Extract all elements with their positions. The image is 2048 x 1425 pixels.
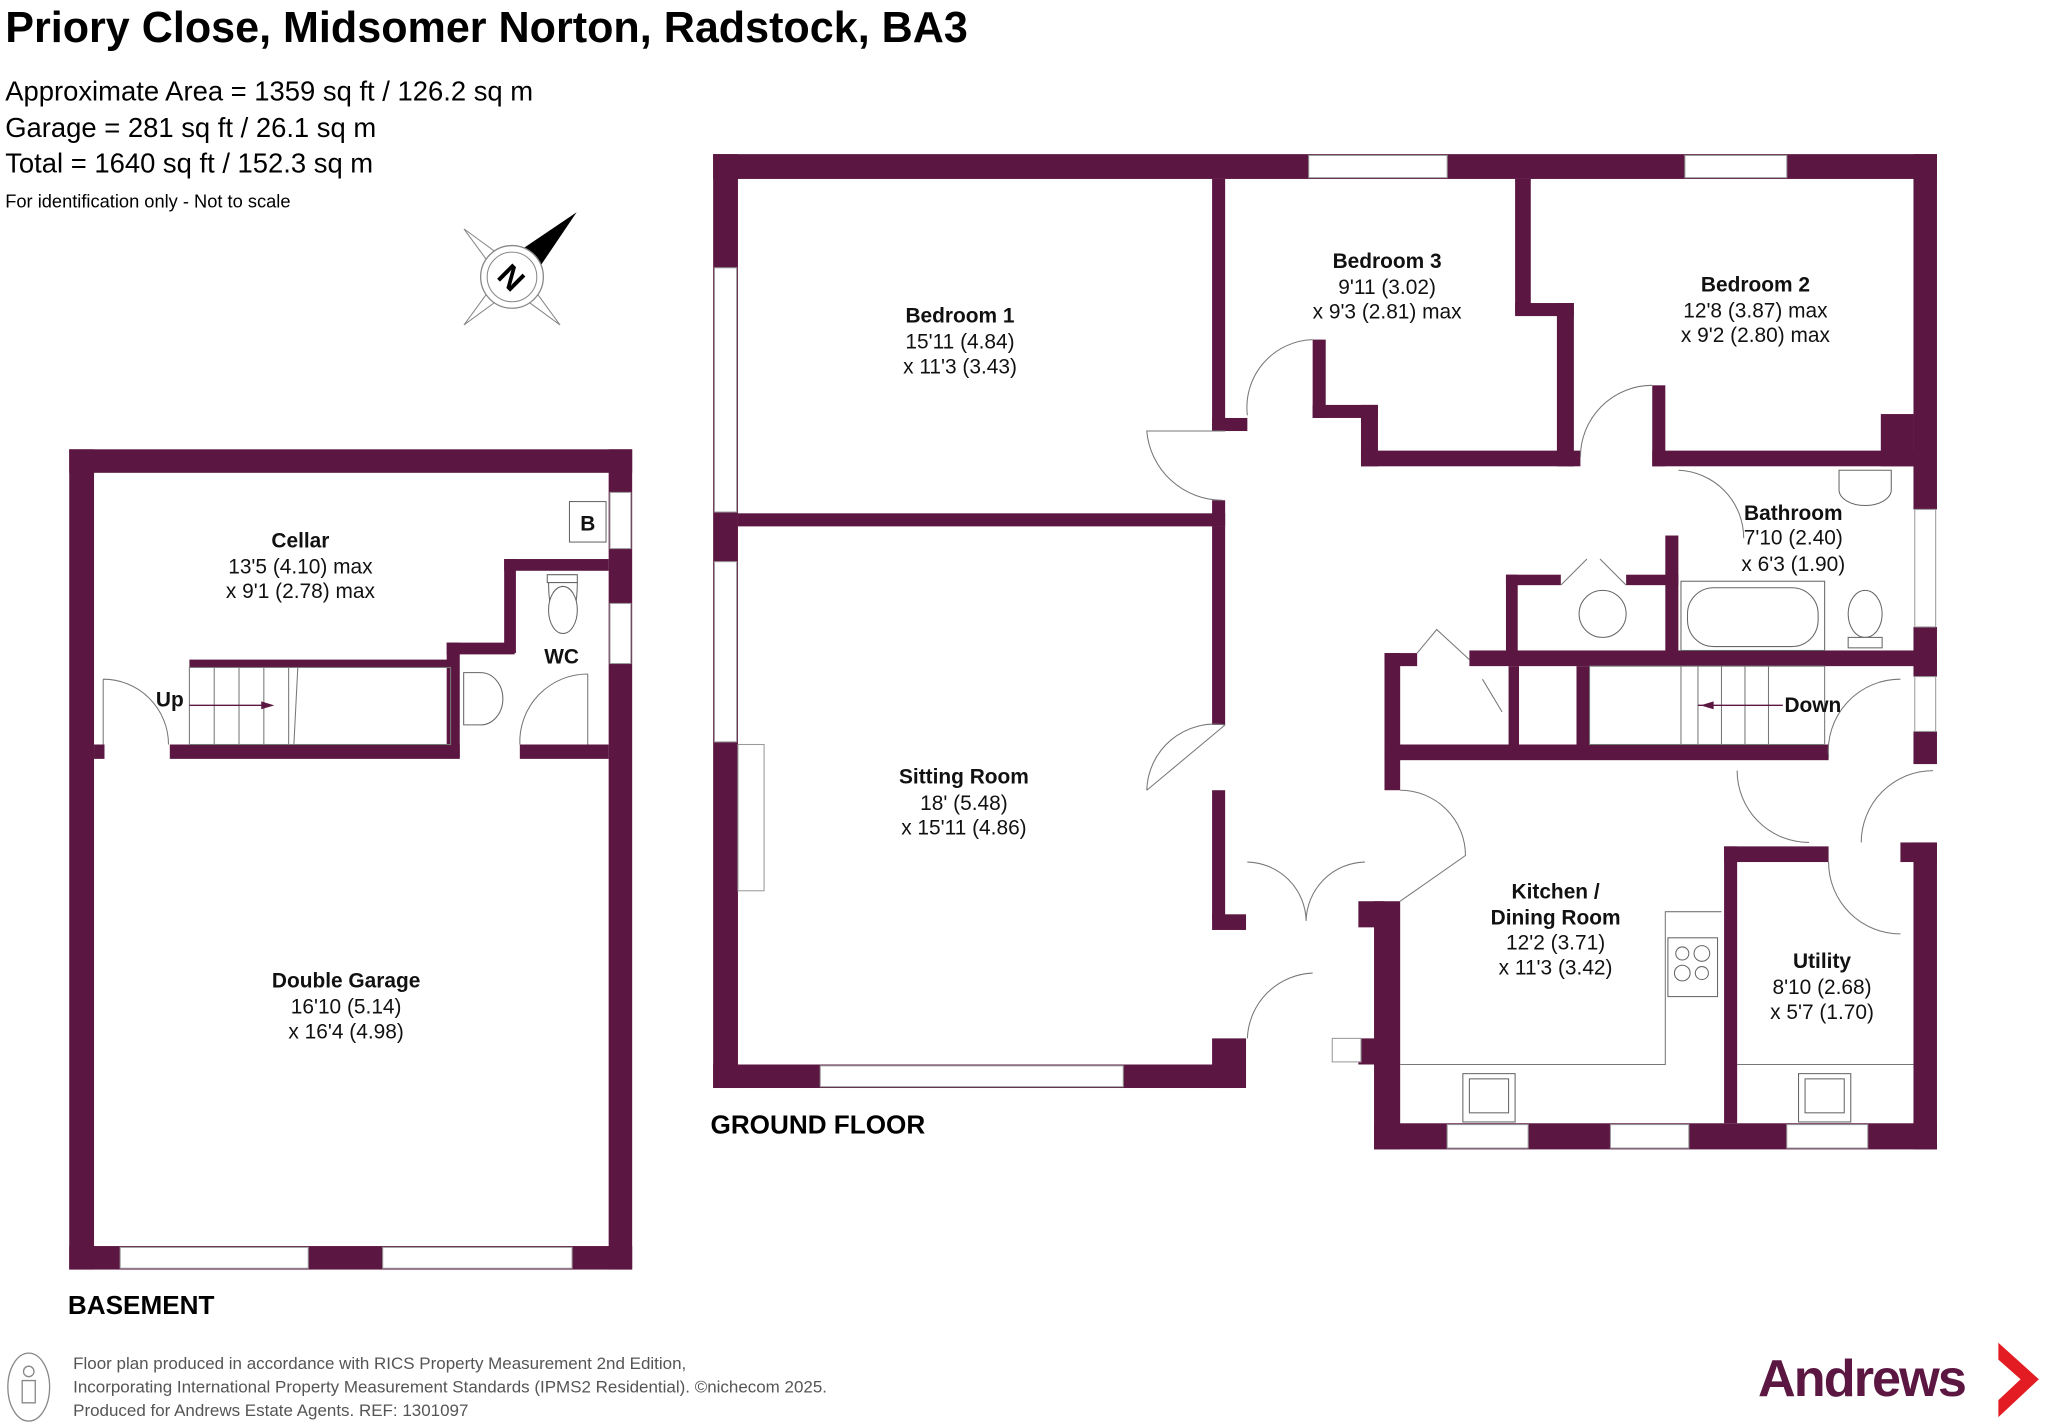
room-dims-utility: 8'10 (2.68)	[1772, 976, 1871, 999]
scale-note: For identification only - Not to scale	[5, 191, 290, 212]
floor-label-basement: BASEMENT	[68, 1290, 215, 1320]
bathroom-fixtures	[1578, 469, 1892, 651]
basement-doors	[102, 673, 589, 745]
total-area: Total = 1640 sq ft / 152.3 sq m	[5, 147, 373, 178]
room-name-utility: Utility	[1793, 950, 1851, 973]
room-name-kitchen: Kitchen /	[1512, 881, 1600, 904]
footer-line: Incorporating International Property Mea…	[73, 1377, 827, 1396]
garage-area: Garage = 281 sq ft / 26.1 sq m	[5, 112, 376, 143]
room-dims-bathroom: 7'10 (2.40)	[1744, 527, 1843, 550]
hob-icon	[1667, 937, 1719, 998]
boiler-label: B	[580, 512, 595, 535]
room-dims-bedroom1: 15'11 (4.84)	[905, 331, 1014, 354]
andrews-logo: Andrews	[1758, 1342, 2039, 1418]
room-dims-bathroom: x 6'3 (1.90)	[1741, 553, 1845, 576]
room-dims-bedroom2: 12'8 (3.87) max	[1683, 299, 1828, 322]
footer-line: Produced for Andrews Estate Agents. REF:…	[73, 1401, 468, 1420]
room-name-bedroom2: Bedroom 2	[1701, 273, 1810, 296]
room-dims-cellar: 13'5 (4.10) max	[228, 555, 373, 578]
boiler-box	[568, 501, 607, 543]
page-title: Priory Close, Midsomer Norton, Radstock,…	[5, 4, 968, 52]
room-name-garage: Double Garage	[272, 969, 420, 992]
stairs-up-label: Up	[156, 689, 184, 712]
ground-stairs	[1589, 665, 1826, 746]
wc-fixtures	[463, 574, 578, 726]
room-name-sitting: Sitting Room	[899, 766, 1029, 789]
basement-windows	[119, 491, 632, 1269]
room-name-bedroom1: Bedroom 1	[905, 305, 1014, 328]
logo-text: Andrews	[1758, 1350, 1965, 1408]
basin-icon	[1838, 469, 1892, 507]
room-name-wc: WC	[544, 646, 579, 669]
room-name-bathroom: Bathroom	[1744, 502, 1843, 525]
toilet-icon	[1847, 589, 1883, 638]
floor-label-ground: GROUND FLOOR	[711, 1110, 926, 1140]
room-dims-garage: 16'10 (5.14)	[291, 996, 402, 1019]
basin-icon	[463, 672, 504, 726]
room-dims-bedroom2: x 9'2 (2.80) max	[1681, 324, 1831, 347]
room-dims-sitting: x 15'11 (4.86)	[901, 817, 1026, 840]
room-dims-bedroom3: 9'11 (3.02)	[1338, 276, 1436, 299]
approx-area: Approximate Area = 1359 sq ft / 126.2 sq…	[5, 76, 533, 107]
cellar-stairs	[188, 666, 452, 746]
person-icon	[7, 1352, 51, 1422]
ground-doors	[1146, 339, 1934, 1039]
footer-line: Floor plan produced in accordance with R…	[73, 1354, 686, 1373]
kitchen-fixtures	[1400, 911, 1914, 1123]
room-dims-utility: x 5'7 (1.70)	[1770, 1001, 1874, 1024]
room-name-kitchen: Dining Room	[1491, 907, 1621, 930]
compass-north-icon: N	[463, 212, 577, 326]
room-dims-cellar: x 9'1 (2.78) max	[226, 580, 376, 603]
cylinder-icon	[1578, 589, 1627, 638]
room-dims-sitting: 18' (5.48)	[920, 792, 1008, 815]
chevron-right-icon	[1998, 1342, 2039, 1418]
room-dims-kitchen: x 11'3 (3.42)	[1499, 956, 1613, 979]
ground-windows	[713, 154, 1937, 1149]
room-name-cellar: Cellar	[271, 529, 329, 552]
room-dims-kitchen: 12'2 (3.71)	[1506, 932, 1605, 955]
room-dims-bedroom1: x 11'3 (3.43)	[903, 356, 1017, 379]
room-dims-bedroom3: x 9'3 (2.81) max	[1313, 301, 1463, 324]
stairs-down-label: Down	[1784, 694, 1841, 717]
room-name-bedroom3: Bedroom 3	[1333, 250, 1442, 273]
room-dims-garage: x 16'4 (4.98)	[288, 1020, 403, 1043]
